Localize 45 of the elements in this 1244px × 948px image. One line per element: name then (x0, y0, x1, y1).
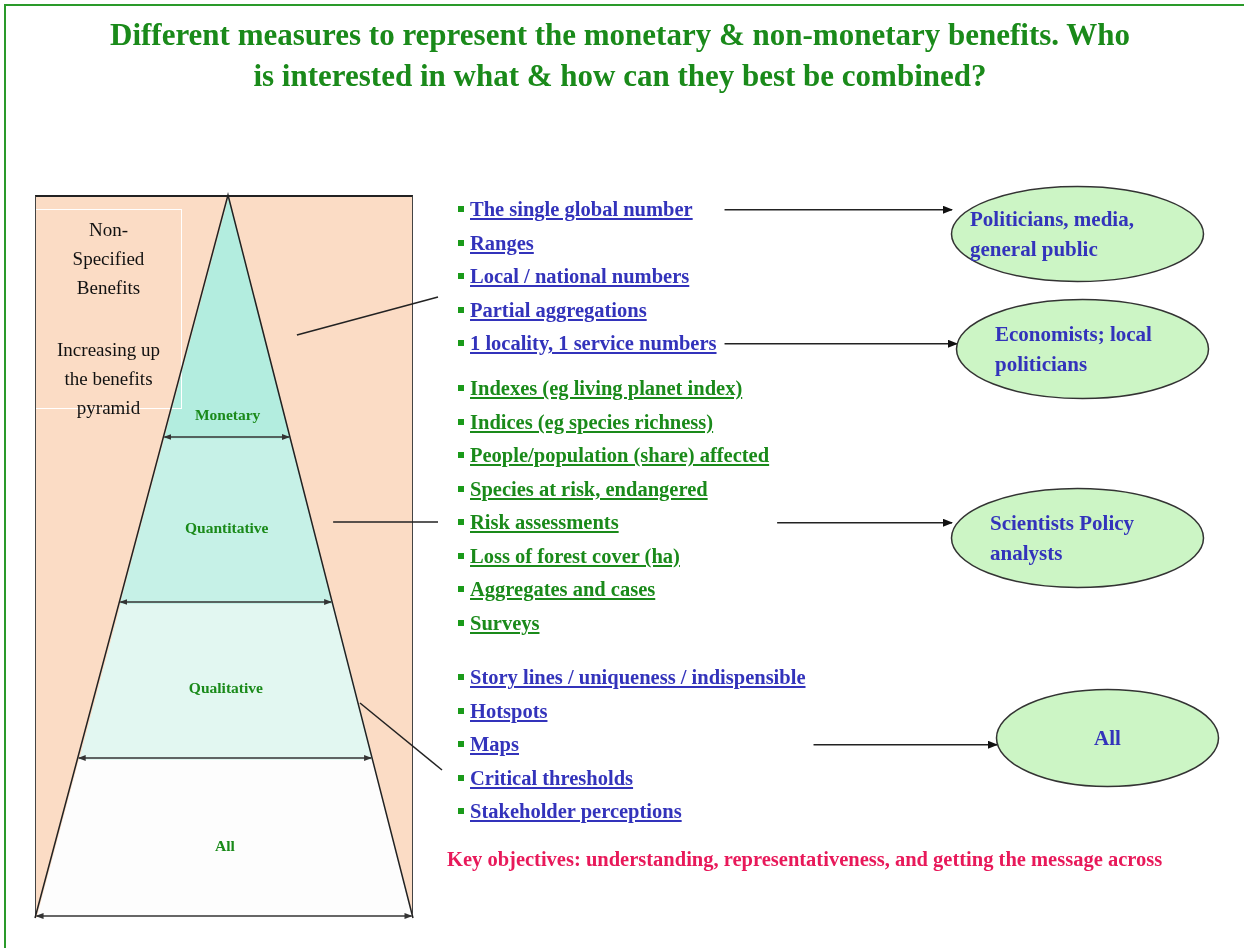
layer-label: Qualitative (187, 678, 264, 698)
list-item: Hotspots (458, 694, 806, 728)
arrow (723, 205, 953, 214)
leader-line (359, 702, 443, 771)
pyramid-layer (164, 197, 291, 439)
list-item: Local / national numbers (458, 260, 717, 294)
pyramid-layer (120, 439, 334, 604)
list-item: Risk assessments (458, 506, 770, 540)
audience-ellipse (950, 185, 1205, 283)
list-item: Maps (458, 728, 806, 762)
audience-ellipse (950, 487, 1205, 589)
list-item: Aggregates and cases (458, 573, 770, 607)
list-item: Species at risk, endangered (458, 472, 770, 506)
list-item: Story lines / uniqueness / indispensible (458, 661, 806, 695)
note-text: Key objectives: understanding, representativeness, and getting the message across (447, 847, 1164, 873)
list-item: The single global number (458, 193, 717, 227)
list-item: Surveys (458, 606, 770, 640)
audience-ellipse (995, 688, 1220, 788)
layer-label: All (214, 836, 236, 856)
list-item: Critical thresholds (458, 761, 806, 795)
layer-label: Monetary (193, 405, 262, 425)
arrow (812, 740, 998, 749)
title: Different measures to represent the monetary & non-monetary benefits. Who is interested in what & how can they best be combined? (109, 16, 1131, 95)
audience-ellipse (955, 298, 1210, 400)
list-item: Ranges (458, 226, 717, 260)
audience-text: All (1094, 725, 1121, 752)
arrow (776, 518, 953, 527)
leader-line (296, 296, 439, 336)
list-item: Indexes (eg living planet index) (458, 372, 770, 406)
list-item: Loss of forest cover (ha) (458, 539, 770, 573)
pyramid-layer (78, 604, 374, 760)
leader-line (332, 521, 439, 523)
arrow (723, 339, 958, 348)
side-note: Increasing up the benefits pyramid (56, 338, 161, 420)
list-item: Stakeholder perceptions (458, 795, 806, 829)
list-item: People/population (share) affected (458, 439, 770, 473)
list-item: Partial aggregations (458, 293, 717, 327)
list-item: 1 locality, 1 service numbers (458, 327, 717, 361)
audience-text: Scientists Policy analysts (990, 510, 1136, 567)
side-note: Non-Specified Benefits (71, 218, 146, 300)
list-item: Indices (eg species richness) (458, 405, 770, 439)
pyramid-layer (36, 760, 414, 920)
audience-text: Politicians, media, general public (970, 206, 1135, 263)
layer-label: Quantitative (183, 517, 270, 538)
audience-text: Economists; local politicians (995, 321, 1153, 378)
